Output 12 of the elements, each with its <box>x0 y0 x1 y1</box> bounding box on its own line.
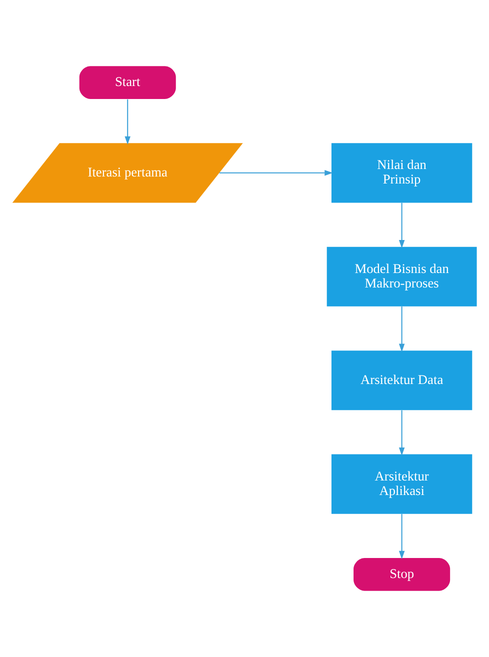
node-box: Stop <box>354 558 450 591</box>
arrow <box>398 410 405 456</box>
arrow <box>219 170 333 176</box>
arrow <box>398 514 405 560</box>
node-box: Arsitektur Data <box>331 350 472 410</box>
arrow <box>124 99 130 145</box>
node-box: Model Bisnis dan Makro-proses <box>326 246 477 306</box>
node-box: Arsitektur Aplikasi <box>331 454 472 514</box>
node-box: Start <box>79 66 176 99</box>
arrow <box>398 306 405 352</box>
arrow <box>398 202 405 248</box>
node-box: Nilai dan Prinsip <box>331 143 472 203</box>
